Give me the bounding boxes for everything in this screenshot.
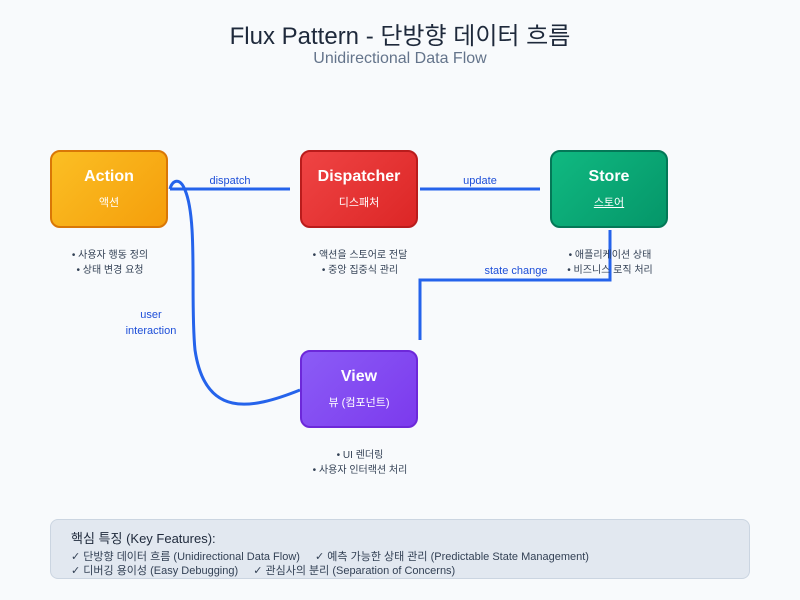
view-bullet: • 사용자 인터랙션 처리 [312, 465, 408, 476]
store-node[interactable]: Store 스토어 [550, 150, 668, 228]
action-sublabel: 액션 [98, 197, 120, 209]
feature-item: ✓ 관심사의 분리 (Separation of Concerns) [253, 565, 456, 577]
dispatch-label: dispatch [209, 175, 251, 187]
state-change-arrow [418, 230, 612, 340]
store-sublabel: 스토어 [593, 197, 625, 209]
user-interaction-label-line1: user [140, 309, 162, 321]
action-bullet: • 상태 변경 요청 [76, 265, 144, 276]
page-title: Flux Pattern - 단방향 데이터 흐름 [229, 23, 571, 50]
feature-item: ✓ 디버깅 용이성 (Easy Debugging) [71, 565, 239, 577]
store-description: • 애플리케이션 상태 • 비즈니스 로직 처리 [530, 248, 690, 278]
dispatcher-bullet: • 액션을 스토어로 전달 [312, 250, 408, 261]
store-label: Store [588, 168, 630, 185]
view-description: • UI 렌더링 • 사용자 인터랙션 처리 [280, 448, 440, 478]
action-description: • 사용자 행동 정의 • 상태 변경 요청 [30, 248, 190, 278]
user-interaction-label-line2: interaction [125, 325, 177, 337]
view-sublabel: 뷰 (컴포넌트) [328, 397, 390, 409]
dispatcher-sublabel: 디스패처 [338, 197, 380, 209]
update-label: update [463, 175, 497, 187]
view-bullet: • UI 렌더링 [336, 450, 384, 461]
key-features-row: ✓ 디버깅 용이성 (Easy Debugging) ✓ 관심사의 분리 (Se… [71, 564, 729, 578]
key-features-title: 핵심 특징 (Key Features): [71, 531, 216, 546]
feature-item: ✓ 예측 가능한 상태 관리 (Predictable State Manage… [315, 551, 589, 563]
key-features-row: ✓ 단방향 데이터 흐름 (Unidirectional Data Flow) … [71, 550, 729, 564]
user-interaction-label: user interaction [116, 307, 186, 339]
dispatcher-description: • 액션을 스토어로 전달 • 중앙 집중식 관리 [280, 248, 440, 278]
store-bullet: • 애플리케이션 상태 [568, 250, 652, 261]
feature-item: ✓ 단방향 데이터 흐름 (Unidirectional Data Flow) [71, 551, 300, 563]
view-label: View [340, 368, 378, 385]
page-subtitle: Unidirectional Data Flow [313, 50, 487, 67]
action-node[interactable]: Action 액션 [50, 150, 168, 228]
dispatcher-node[interactable]: Dispatcher 디스패처 [300, 150, 418, 228]
action-label: Action [84, 168, 134, 185]
view-node[interactable]: View 뷰 (컴포넌트) [300, 350, 418, 428]
dispatcher-label: Dispatcher [317, 168, 401, 185]
store-bullet: • 비즈니스 로직 처리 [567, 265, 653, 276]
key-features-panel: 핵심 특징 (Key Features): ✓ 단방향 데이터 흐름 (Unid… [50, 519, 750, 579]
action-bullet: • 사용자 행동 정의 [71, 250, 149, 261]
user-interaction-arrow [168, 179, 301, 406]
state-change-label: state change [484, 265, 548, 277]
dispatcher-bullet: • 중앙 집중식 관리 [321, 265, 399, 276]
